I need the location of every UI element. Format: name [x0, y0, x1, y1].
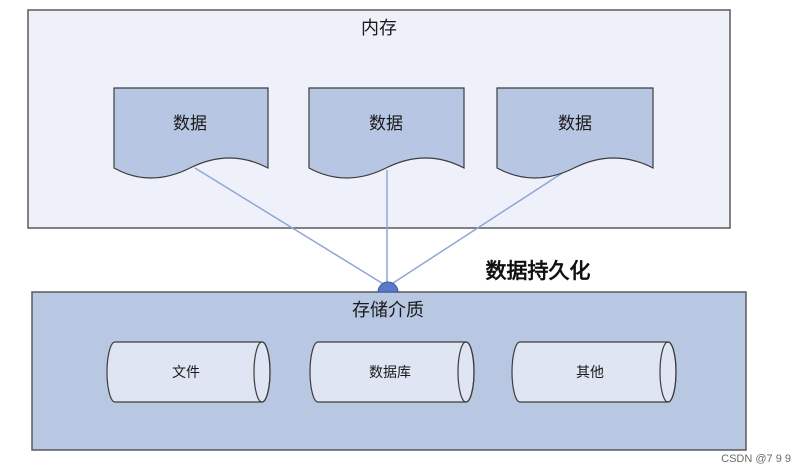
data-block-label: 数据 [173, 114, 207, 134]
document-shape [308, 87, 465, 179]
connection-lines [194, 167, 571, 286]
cylinder-end [659, 341, 677, 403]
connection-line [194, 167, 386, 286]
storage-item-label: 数据库 [369, 365, 411, 381]
persistence-label: 数据持久化 [486, 259, 591, 283]
storage-item-label: 文件 [172, 365, 200, 381]
storage-item: 其他 [511, 341, 677, 403]
connection-line [389, 167, 571, 286]
storage-item: 文件 [106, 341, 271, 403]
cylinder-end [457, 341, 475, 403]
storage-item-label: 其他 [576, 365, 604, 381]
watermark: CSDN @7 9 9 [721, 453, 791, 465]
document-shape [496, 87, 654, 179]
memory-data-block: 数据 [113, 87, 269, 179]
storage-title: 存储介质 [352, 300, 424, 321]
memory-title: 内存 [361, 18, 397, 39]
data-block-label: 数据 [558, 114, 592, 134]
data-block-label: 数据 [369, 114, 403, 134]
cylinder-end [253, 341, 271, 403]
memory-data-block: 数据 [496, 87, 654, 179]
hub-connector [377, 281, 399, 293]
document-shape [113, 87, 269, 179]
storage-item: 数据库 [309, 341, 475, 403]
memory-data-block: 数据 [308, 87, 465, 179]
